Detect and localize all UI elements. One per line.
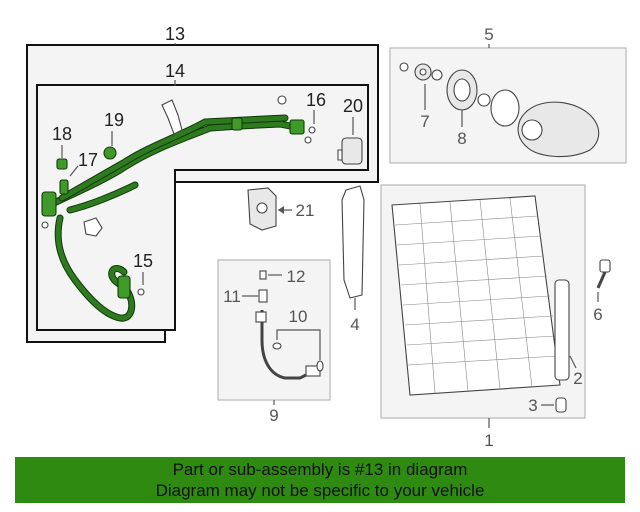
callout-15: 15	[133, 251, 153, 271]
bolt-6-icon	[599, 259, 611, 273]
compressor-body-icon	[517, 101, 600, 158]
callout-6: 6	[593, 305, 602, 324]
compressor-group-5[interactable]: 5 7 8	[389, 25, 627, 164]
info-banner: Part or sub-assembly is #13 in diagram D…	[15, 457, 625, 503]
o-ring-10b	[316, 360, 324, 372]
coil-icon	[490, 89, 520, 127]
callout-5: 5	[484, 25, 493, 44]
condenser-group-1[interactable]: 1 2 3	[380, 184, 586, 450]
valve-core-icon	[258, 289, 268, 303]
callout-3: 3	[528, 396, 537, 415]
bolt-head	[277, 95, 287, 105]
callout-7: 7	[420, 112, 429, 131]
hose-bracket	[83, 217, 103, 237]
o-ring-16b	[304, 136, 312, 144]
o-ring-16a	[308, 126, 316, 134]
callout-1: 1	[484, 431, 493, 450]
valve-fitting	[59, 179, 69, 195]
part-20-receiver[interactable]: 20	[337, 96, 363, 165]
callout-4: 4	[350, 315, 359, 334]
part-21-bracket[interactable]: 21	[247, 187, 315, 231]
hose-fitting-c	[289, 119, 305, 135]
callout-14: 14	[165, 61, 185, 81]
o-ring	[41, 221, 49, 229]
callout-19: 19	[104, 110, 124, 130]
callout-2: 2	[573, 369, 582, 388]
cap-icon	[259, 270, 267, 280]
callout-21: 21	[296, 201, 315, 220]
receiver-drier-icon	[341, 137, 363, 165]
seal-18	[56, 158, 68, 170]
callout-20: 20	[343, 96, 363, 116]
hose-fitting-b	[117, 275, 131, 299]
ac-hose-assembly	[41, 114, 305, 322]
part-6-bolt[interactable]: 6	[593, 259, 611, 324]
assembly-13-group[interactable]: 13 14 18 19 17	[26, 24, 379, 343]
part-4-seal[interactable]: 4	[341, 185, 365, 334]
hose-clamp	[231, 117, 243, 131]
tube-group-9[interactable]: 9 12 11 10	[217, 259, 331, 425]
snap-ring-icon	[477, 93, 491, 107]
callout-11: 11	[223, 287, 241, 306]
cap-19	[103, 146, 117, 160]
plug-icon	[555, 397, 567, 413]
callout-17: 17	[78, 150, 98, 170]
o-ring-15	[137, 288, 145, 296]
shim-icon	[431, 69, 443, 81]
callout-9: 9	[269, 406, 278, 425]
bolt-icon	[399, 62, 409, 72]
side-seal-icon	[341, 185, 365, 299]
condenser-core-icon	[391, 195, 561, 396]
o-ring-10a	[272, 342, 282, 350]
hose-fitting-a	[41, 191, 57, 217]
callout-13: 13	[165, 24, 185, 44]
callout-16: 16	[306, 90, 326, 110]
parts-diagram: 13 14 18 19 17	[26, 24, 627, 450]
callout-8: 8	[457, 129, 466, 148]
callout-12: 12	[287, 267, 306, 286]
banner-line-1: Part or sub-assembly is #13 in diagram	[172, 460, 468, 479]
callout-18: 18	[52, 124, 72, 144]
callout-10: 10	[289, 307, 308, 326]
banner-line-2: Diagram may not be specific to your vehi…	[155, 481, 485, 500]
receiver-tank-icon	[554, 279, 570, 381]
mounting-bracket	[161, 99, 183, 135]
liquid-tube-icon	[260, 310, 313, 380]
